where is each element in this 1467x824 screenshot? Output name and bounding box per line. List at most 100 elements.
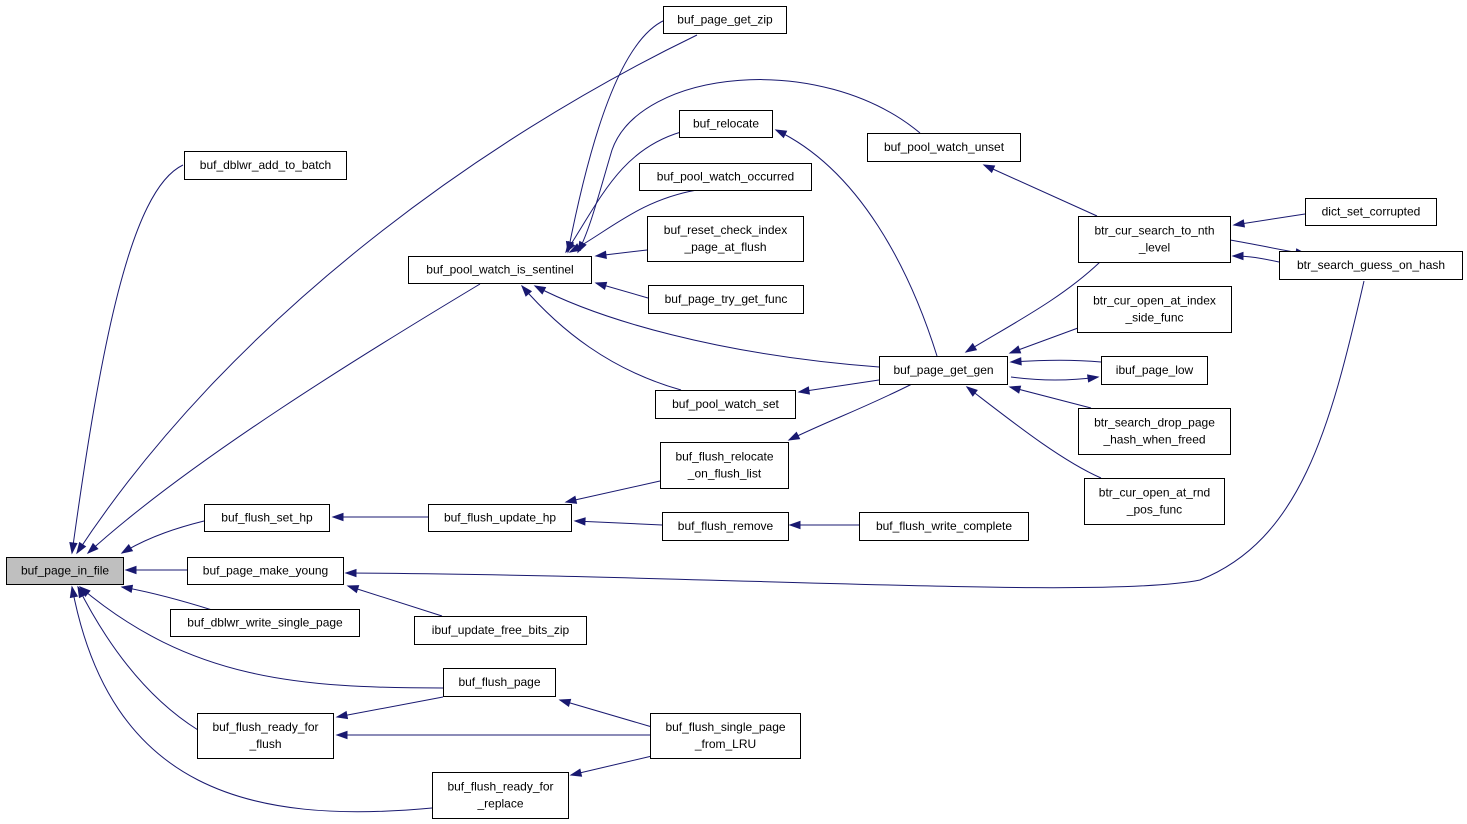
node-btr-search-guess-on-hash[interactable]: btr_search_guess_on_hash [1279,251,1463,280]
node-btr-cur-open-at-index-side-func[interactable]: btr_cur_open_at_index_side_func [1077,286,1232,333]
node-buf-pool-watch-unset[interactable]: buf_pool_watch_unset [867,133,1021,162]
node-buf-flush-update-hp[interactable]: buf_flush_update_hp [428,504,572,532]
node-box[interactable] [1279,251,1463,280]
node-box[interactable] [428,504,572,532]
edge-arrowhead [120,543,134,554]
node-box[interactable] [184,151,347,180]
node-box[interactable] [1077,286,1232,333]
edge-arrowhead [86,542,99,555]
edge-line [1010,359,1102,363]
edge-line [1233,213,1306,226]
edge-line [345,280,1365,589]
node-buf-flush-ready-for-flush[interactable]: buf_flush_ready_for_flush [197,713,334,759]
edge-line [567,19,666,253]
node-label: buf_dblwr_add_to_batch [200,158,331,172]
node-box[interactable] [414,616,587,645]
node-box[interactable] [679,110,773,138]
node-buf-page-get-zip[interactable]: buf_page_get_zip [663,6,787,34]
node-btr-cur-search-to-nth-level[interactable]: btr_cur_search_to_nth_level [1078,216,1231,263]
node-box[interactable] [170,609,360,637]
node-box[interactable] [650,713,801,759]
node-box[interactable] [647,216,804,262]
node-box[interactable] [662,512,789,541]
node-btr-search-drop-page-hash-when-freed[interactable]: btr_search_drop_page_hash_when_freed [1078,408,1231,455]
node-box[interactable] [1084,478,1225,525]
edge-buf_page_get_gen-to-ibuf_page_low [1010,374,1100,383]
edge-ibuf_update_free_bits_zip-to-buf_page_make_young [346,585,443,617]
node-buf-dblwr-add-to-batch[interactable]: buf_dblwr_add_to_batch [184,151,347,180]
node-buf-flush-page[interactable]: buf_flush_page [443,668,556,697]
edge-buf_flush_single_page_from_LRU-to-buf_flush_ready_for_flush [335,730,652,740]
node-box[interactable] [1078,216,1231,263]
node-box[interactable] [859,512,1029,541]
node-dict-set-corrupted[interactable]: dict_set_corrupted [1305,198,1437,226]
node-label: buf_flush_ready_for [212,720,318,734]
node-box[interactable] [1101,356,1208,385]
edge-line [983,164,1098,217]
node-buf-flush-remove[interactable]: buf_flush_remove [662,512,789,541]
edge-buf_flush_single_page_from_LRU-to-buf_flush_page [558,698,653,728]
node-buf-relocate[interactable]: buf_relocate [679,110,773,138]
edge-btr_search_guess_on_hash-to-btr_cur_search_to_nth_level [1231,251,1280,263]
edge-line [534,285,880,368]
edge-arrowhead [344,568,357,578]
node-label: buf_page_get_zip [677,13,773,27]
node-buf-flush-single-page-from-LRU[interactable]: buf_flush_single_page_from_LRU [650,713,801,759]
node-box[interactable] [639,163,812,191]
edge-buf_page_get_gen-to-buf_relocate [774,129,938,357]
node-btr-cur-open-at-rnd-pos-func[interactable]: btr_cur_open_at_rnd_pos_func [1084,478,1225,525]
node-label: buf_flush_page [458,675,540,689]
node-label: buf_flush_ready_for [447,780,553,794]
node-box[interactable] [432,772,569,819]
edge-arrowhead [594,281,608,290]
node-box[interactable] [660,442,789,489]
node-box[interactable] [6,557,124,585]
edge-arrowhead [565,240,576,254]
node-label: btr_search_guess_on_hash [1297,258,1445,272]
node-ibuf-update-free-bits-zip[interactable]: ibuf_update_free_bits_zip [414,616,587,645]
node-buf-flush-set-hp[interactable]: buf_flush_set_hp [204,504,330,532]
node-label: buf_page_in_file [21,564,109,578]
edge-btr_cur_search_to_nth_level-to-buf_pool_watch_unset [982,164,1098,217]
node-box[interactable] [879,356,1008,385]
node-buf-page-try-get-func[interactable]: buf_page_try_get_func [648,285,804,314]
edge-line [1009,327,1079,354]
edge-arrowhead [564,495,578,504]
node-buf-flush-write-complete[interactable]: buf_flush_write_complete [859,512,1029,541]
node-box[interactable] [187,557,344,585]
edge-buf_flush_page-to-buf_flush_ready_for_flush [335,696,444,720]
edge-arrowhead [69,585,79,599]
node-buf-page-get-gen[interactable]: buf_page_get_gen [879,356,1008,385]
node-buf-flush-relocate-on-flush-list[interactable]: buf_flush_relocate_on_flush_list [660,442,789,489]
node-label: ibuf_page_low [1116,363,1194,377]
edge-line [577,79,921,253]
node-buf-dblwr-write-single-page[interactable]: buf_dblwr_write_single_page [170,609,360,637]
node-label: _replace [476,797,523,811]
node-box[interactable] [204,504,330,532]
node-box[interactable] [648,285,804,314]
node-buf-pool-watch-set[interactable]: buf_pool_watch_set [655,390,796,419]
node-buf-pool-watch-is-sentinel[interactable]: buf_pool_watch_is_sentinel [408,256,592,284]
edge-arrowhead [77,585,87,599]
node-box[interactable] [408,256,592,284]
node-box[interactable] [443,668,556,697]
node-box[interactable] [1305,198,1437,226]
node-buf-page-make-young[interactable]: buf_page_make_young [187,557,344,585]
node-ibuf-page-low[interactable]: ibuf_page_low [1101,356,1208,385]
node-box[interactable] [663,6,787,34]
edge-line [966,386,1102,479]
node-buf-page-in-file[interactable]: buf_page_in_file [6,557,124,585]
node-buf-reset-check-index-page-at-flush[interactable]: buf_reset_check_index_page_at_flush [647,216,804,262]
node-buf-pool-watch-occurred[interactable]: buf_pool_watch_occurred [639,163,812,191]
node-box[interactable] [655,390,796,419]
node-box[interactable] [867,133,1021,162]
edge-arrowhead [120,584,134,593]
node-box[interactable] [197,713,334,759]
edge-line [565,480,661,503]
edge-line [559,699,653,728]
node-label: _level [1138,241,1170,255]
edge-arrowhead [568,243,582,253]
node-box[interactable] [1078,408,1231,455]
node-buf-flush-ready-for-replace[interactable]: buf_flush_ready_for _replace [432,772,569,819]
